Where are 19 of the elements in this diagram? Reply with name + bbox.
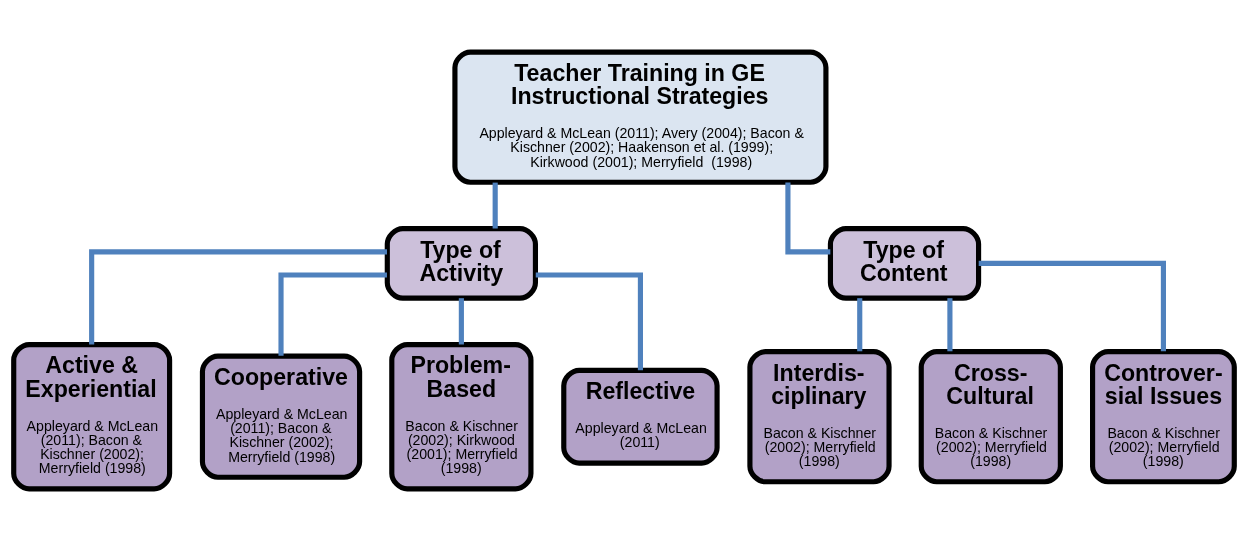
connector	[492, 182, 498, 229]
connector	[535, 272, 643, 371]
node-box: Interdis- ciplinary Bacon & Kischner (2002); Merryfield (1998)	[747, 349, 892, 485]
node-box: Active & Experiential Appleyard & McLean (2011); Bacon & Kischner (2002); Merryfield (1998)	[11, 342, 173, 492]
connector	[278, 272, 387, 356]
connector	[947, 298, 953, 352]
connector	[978, 260, 1166, 352]
node-box: Type of Content	[827, 226, 982, 301]
node-box: Type of Activity	[384, 226, 538, 301]
connector	[857, 298, 863, 352]
node-box: Cross- Cultural Bacon & Kischner (2002); Merryfield (1998)	[918, 349, 1063, 485]
connector	[89, 249, 387, 345]
node-box: Teacher Training in GE Instructional Strategies Appleyard & McLean (2011); Avery (2004); Bacon & Kischner (2002); Haakenson et al. (1999); Kirkwood (2001); Merryfield (1998)	[452, 49, 829, 185]
node-box: Cooperative Appleyard & McLean (2011); Bacon & Kischner (2002); Merryfield (1998)	[199, 353, 363, 480]
node-box: Problem- Based Bacon & Kischner (2002); Kirkwood (2001); Merryfield (1998)	[389, 342, 534, 492]
connector	[458, 298, 464, 345]
node-box: Reflective Appleyard & McLean (2011)	[561, 367, 720, 466]
node-box: Controver- sial Issues Bacon & Kischner (2002); Merryfield (1998)	[1090, 349, 1237, 485]
connector	[785, 182, 831, 255]
